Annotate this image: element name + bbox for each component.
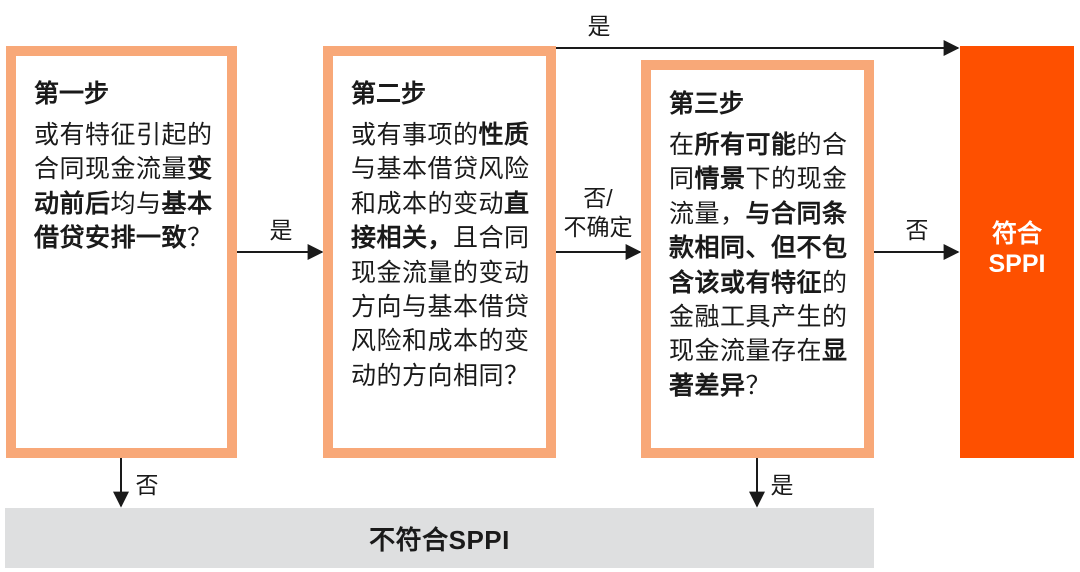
step3-text: 在所有可能的合同情景下的现金流量，与合同条款相同、但不包含该或有特征的金融工具产… — [669, 128, 850, 403]
step2-segment: 性质 — [478, 121, 530, 149]
result-sppi-fail: 不符合SPPI — [5, 508, 874, 568]
step2-text: 或有事项的性质与基本借贷风险和成本的变动直接相关，且合同现金流量的变动方向与基本… — [351, 118, 532, 393]
step1-text: 或有特征引起的合同现金流量变动前后均与基本借贷安排一致？ — [34, 118, 213, 256]
step2-title: 第二步 — [351, 80, 427, 108]
step3-segment: 下的现金流量， — [669, 165, 848, 228]
label-step1-down-no: 否 — [135, 472, 159, 498]
step3-box: 第三步 在所有可能的合同情景下的现金流量，与合同条款相同、但不包含该或有特征的金… — [641, 60, 874, 458]
label-step2-line1: 否/ — [583, 185, 613, 211]
step1-segment: 变动前后 — [34, 155, 213, 218]
label-step2-no-uncertain: 否/ 不确定 — [556, 184, 640, 242]
step3-segment: ？ — [745, 371, 772, 400]
step1-title: 第一步 — [34, 80, 110, 108]
step1-box: 第一步 或有特征引起的合同现金流量变动前后均与基本借贷安排一致？ — [6, 46, 237, 458]
step3-segment: 的金融工具产生的现金流量存在 — [669, 268, 848, 366]
step2-segment: 直接相关， — [351, 189, 530, 253]
step2-segment: 与基本借贷风险和成本的变动 — [351, 155, 530, 218]
step3-segment: 显著差异 — [669, 337, 848, 400]
step1-segment: 基本借贷安排一致 — [34, 189, 213, 253]
result-pass-line1: 符合 — [991, 220, 1042, 248]
label-top-yes: 是 — [587, 13, 611, 39]
result-sppi-pass: 符合 SPPI — [960, 46, 1074, 458]
label-step2-line2: 不确定 — [563, 214, 633, 240]
step1-segment: ？ — [187, 224, 213, 253]
step1-segment: 均与 — [110, 189, 162, 218]
step3-segment: 的合同 — [669, 131, 848, 194]
step3-segment: 所有可能 — [694, 131, 797, 159]
result-pass-line2: SPPI — [988, 250, 1046, 278]
step2-segment: 且合同现金流量的变动方向与基本借贷风险和成本的变动的方向相同？ — [351, 224, 530, 390]
step3-segment: 情景 — [694, 165, 746, 194]
step2-segment: 或有事项的 — [351, 121, 479, 149]
step3-segment: 与合同条款相同、但不包含该或有特征 — [669, 199, 848, 297]
step2-box: 第二步 或有事项的性质与基本借贷风险和成本的变动直接相关，且合同现金流量的变动方… — [323, 46, 556, 458]
label-step1-yes: 是 — [269, 217, 293, 243]
step3-segment: 在 — [669, 131, 695, 159]
step1-segment: 或有特征引起的合同现金流量 — [34, 121, 213, 184]
label-step3-no: 否 — [905, 217, 929, 243]
step3-title: 第三步 — [669, 90, 745, 118]
label-step3-down-yes: 是 — [770, 472, 794, 498]
